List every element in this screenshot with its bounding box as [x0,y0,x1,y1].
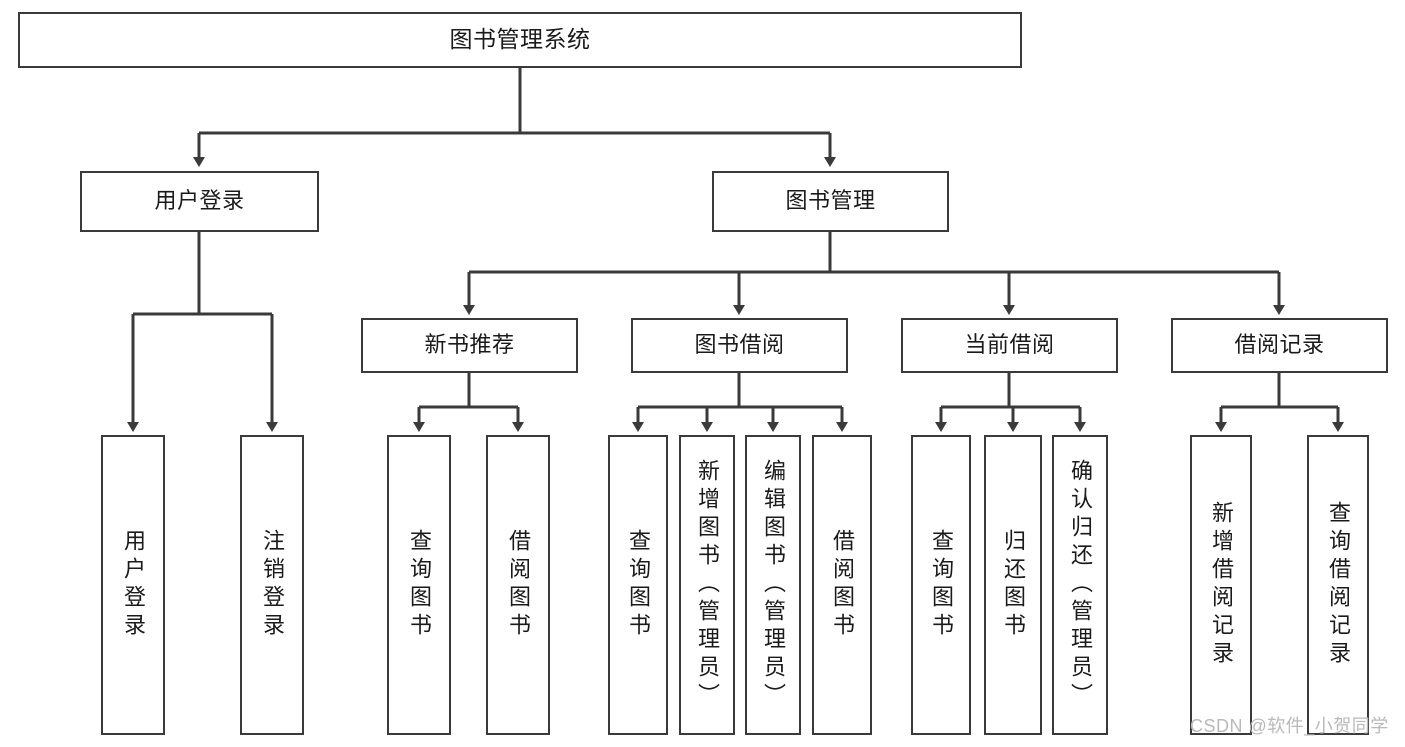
node-new-book-recommend-label: 新书推荐 [424,332,515,358]
node-leaf-logout[interactable]: 注销登录 [240,435,304,735]
node-current-borrow[interactable]: 当前借阅 [901,318,1118,373]
node-root[interactable]: 图书管理系统 [18,12,1022,68]
node-leaf-query-book-3[interactable]: 查询图书 [911,435,971,735]
node-leaf-add-book[interactable]: 新增图书（管理员） [679,435,735,735]
node-current-borrow-label: 当前借阅 [964,332,1055,358]
node-leaf-user-login-label: 用户登录 [121,529,146,641]
edge-group-borrow-record [1215,373,1344,432]
node-book-borrow[interactable]: 图书借阅 [631,318,848,373]
node-leaf-confirm-return[interactable]: 确认归还（管理员） [1052,435,1108,735]
node-leaf-query-book-2[interactable]: 查询图书 [608,435,668,735]
node-leaf-borrow-book-2[interactable]: 借阅图书 [812,435,872,735]
node-leaf-edit-book[interactable]: 编辑图书（管理员） [745,435,801,735]
node-leaf-logout-label: 注销登录 [260,529,285,641]
node-leaf-query-record-label: 查询借阅记录 [1326,501,1351,669]
edge-group-current-borrow [935,373,1086,432]
node-leaf-add-record-label: 新增借阅记录 [1209,501,1234,669]
node-leaf-query-book-2-label: 查询图书 [626,529,651,641]
node-leaf-return-book-label: 归还图书 [1001,529,1026,641]
node-new-book-recommend[interactable]: 新书推荐 [361,318,578,373]
node-leaf-edit-book-label: 编辑图书（管理员） [761,459,786,711]
edge-group-book-manage [463,232,1285,315]
node-borrow-record-label: 借阅记录 [1234,332,1325,358]
node-leaf-borrow-book-2-label: 借阅图书 [830,529,855,641]
node-leaf-query-book-3-label: 查询图书 [929,529,954,641]
edge-group-root [193,68,836,167]
node-leaf-query-book-1-label: 查询图书 [407,529,432,641]
edge-group-new-book-recommend [413,373,524,432]
node-leaf-query-book-1[interactable]: 查询图书 [387,435,451,735]
node-book-manage-label: 图书管理 [785,188,876,214]
node-leaf-confirm-return-label: 确认归还（管理员） [1068,459,1093,711]
node-book-borrow-label: 图书借阅 [694,332,785,358]
node-user-login-label: 用户登录 [154,188,245,214]
node-leaf-borrow-book-1-label: 借阅图书 [506,529,531,641]
node-leaf-query-record[interactable]: 查询借阅记录 [1307,435,1369,735]
edge-group-user-login [127,232,278,432]
node-leaf-borrow-book-1[interactable]: 借阅图书 [486,435,550,735]
node-borrow-record[interactable]: 借阅记录 [1171,318,1388,373]
node-leaf-add-book-label: 新增图书（管理员） [695,459,720,711]
node-user-login[interactable]: 用户登录 [80,171,319,232]
node-leaf-return-book[interactable]: 归还图书 [984,435,1042,735]
node-book-manage[interactable]: 图书管理 [712,171,949,232]
node-leaf-user-login[interactable]: 用户登录 [101,435,165,735]
node-root-label: 图书管理系统 [449,26,591,53]
node-leaf-add-record[interactable]: 新增借阅记录 [1190,435,1252,735]
edge-group-book-borrow [632,373,848,432]
